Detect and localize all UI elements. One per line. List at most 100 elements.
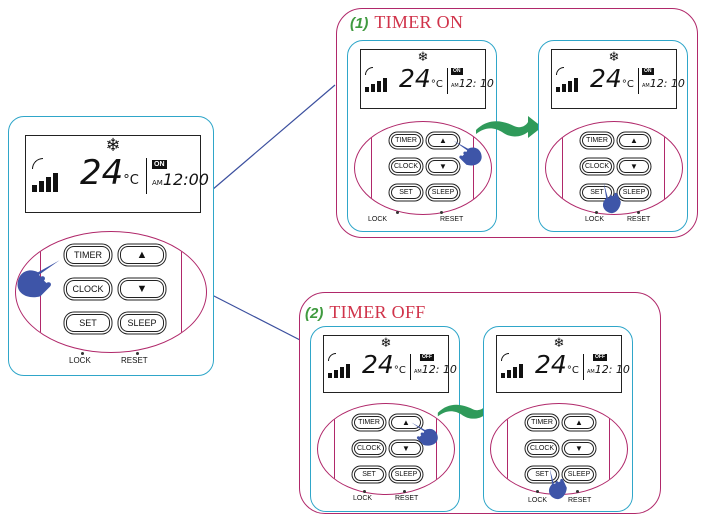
curved-right-arrow-icon [476,116,542,138]
temperature-value: 24°C [80,153,139,193]
sleep-button[interactable]: SLEEP [391,468,421,481]
main-remote: ❄ 24°C ON AM12:00 TIMER ▲ CLOCK ▼ SET SL… [8,116,214,376]
clock-display: AM12: 10 [642,77,685,90]
timer-button[interactable]: TIMER [582,134,612,147]
up-button[interactable]: ▲ [619,134,649,147]
sleep-button[interactable]: SLEEP [564,468,594,481]
up-button[interactable]: ▲ [428,134,458,147]
temperature-value: 24°C [535,350,579,379]
timer-on-remote-after: ❄ 24°C ON AM12: 10 TIMER ▲ CLOCK ▼ SET S… [538,40,688,232]
lcd-display: ❄ 24°C ON AM12:00 [25,135,209,213]
up-button[interactable]: ▲ [564,416,594,429]
snowflake-icon: ❄ [380,335,392,350]
button-pad: TIMER ▲ CLOCK ▼ SET SLEEP [354,121,492,215]
lock-hole[interactable] [363,490,366,493]
fan-icon [328,353,336,361]
fan-speed-bars [556,76,578,92]
reset-hole[interactable] [136,352,139,355]
timer-on-number: (1) [350,15,369,32]
lcd-display: ❄ 24°C OFF AM12: 10 [323,335,457,393]
fan-icon [32,158,43,169]
timer-off-label: TIMER OFF [329,302,426,322]
lcd-divider [447,68,448,94]
clock-button[interactable]: CLOCK [527,442,557,455]
lcd-divider [410,354,411,380]
down-button[interactable]: ▼ [619,160,649,173]
pointing-hand-icon [549,468,567,499]
timer-button[interactable]: TIMER [527,416,557,429]
temperature-value: 24°C [590,64,634,93]
connector-line-timer-on [211,84,336,191]
down-button[interactable]: ▼ [564,442,594,455]
reset-hole[interactable] [576,490,579,493]
clock-display: AM12: 10 [587,363,630,376]
clock-button[interactable]: CLOCK [354,442,384,455]
timer-button[interactable]: TIMER [391,134,421,147]
reset-label: RESET [568,497,592,504]
lock-label: LOCK [368,216,388,223]
set-button[interactable]: SET [582,186,612,199]
button-pad: TIMER ▲ CLOCK ▼ SET SLEEP [545,121,683,215]
lock-label: LOCK [528,497,548,504]
temperature-value: 24°C [399,64,443,93]
reset-label: RESET [627,216,651,223]
reset-hole[interactable] [637,211,640,214]
up-button[interactable]: ▲ [120,246,164,264]
lock-hole[interactable] [595,211,598,214]
lcd-display: ❄ 24°C ON AM12: 10 [551,49,685,109]
reset-label: RESET [395,495,419,502]
button-pad: TIMER ▲ CLOCK ▼ SET SLEEP [490,403,628,495]
button-pad: TIMER ▲ CLOCK ▼ SET SLEEP [317,403,455,495]
snowflake-icon: ❄ [608,49,620,64]
pointing-hand-icon [453,140,482,166]
timer-off-remote-after: ❄ 24°C OFF AM12: 10 TIMER ▲ CLOCK ▼ SET … [483,326,633,512]
timer-status-badge: ON [642,68,654,75]
lock-hole[interactable] [536,490,539,493]
button-pad: TIMER ▲ CLOCK ▼ SET SLEEP [15,231,207,353]
reset-label: RESET [440,216,464,223]
fan-icon [365,67,373,75]
timer-on-remote-before: ❄ 24°C ON AM12: 10 TIMER ▲ CLOCK ▼ SET S… [347,40,497,232]
set-button[interactable]: SET [354,468,384,481]
clock-display: AM12:00 [152,170,209,189]
down-button[interactable]: ▼ [428,160,458,173]
lock-label: LOCK [585,216,605,223]
fan-speed-bars [501,362,523,378]
sleep-button[interactable]: SLEEP [428,186,458,199]
timer-button[interactable]: TIMER [66,246,110,264]
down-button[interactable]: ▼ [391,442,421,455]
timer-on-label: TIMER ON [374,12,464,32]
clock-button[interactable]: CLOCK [66,280,110,298]
timer-button[interactable]: TIMER [354,416,384,429]
lock-hole[interactable] [81,352,84,355]
up-button[interactable]: ▲ [391,416,421,429]
sleep-button[interactable]: SLEEP [619,186,649,199]
clock-button[interactable]: CLOCK [582,160,612,173]
timer-off-title: (2) TIMER OFF [305,302,426,323]
lcd-divider [638,68,639,94]
reset-hole[interactable] [440,211,443,214]
sleep-button[interactable]: SLEEP [120,314,164,332]
lcd-display: ❄ 24°C ON AM12: 10 [360,49,494,109]
set-button[interactable]: SET [66,314,110,332]
timer-status-badge: OFF [593,354,607,361]
timer-status-badge: ON [451,68,463,75]
lcd-divider [146,158,147,194]
reset-hole[interactable] [403,490,406,493]
set-button[interactable]: SET [391,186,421,199]
clock-button[interactable]: CLOCK [391,160,421,173]
pointing-hand-icon [603,182,621,213]
fan-icon [556,67,564,75]
timer-off-number: (2) [305,305,324,322]
timer-off-remote-before: ❄ 24°C OFF AM12: 10 TIMER ▲ CLOCK ▼ SET … [310,326,460,512]
temperature-value: 24°C [362,350,406,379]
lock-hole[interactable] [396,211,399,214]
pointing-hand-icon [17,260,60,298]
set-button[interactable]: SET [527,468,557,481]
snowflake-icon: ❄ [553,335,565,350]
down-button[interactable]: ▼ [120,280,164,298]
lock-label: LOCK [353,495,373,502]
timer-on-title: (1) TIMER ON [350,12,463,33]
fan-speed-bars [365,76,387,92]
